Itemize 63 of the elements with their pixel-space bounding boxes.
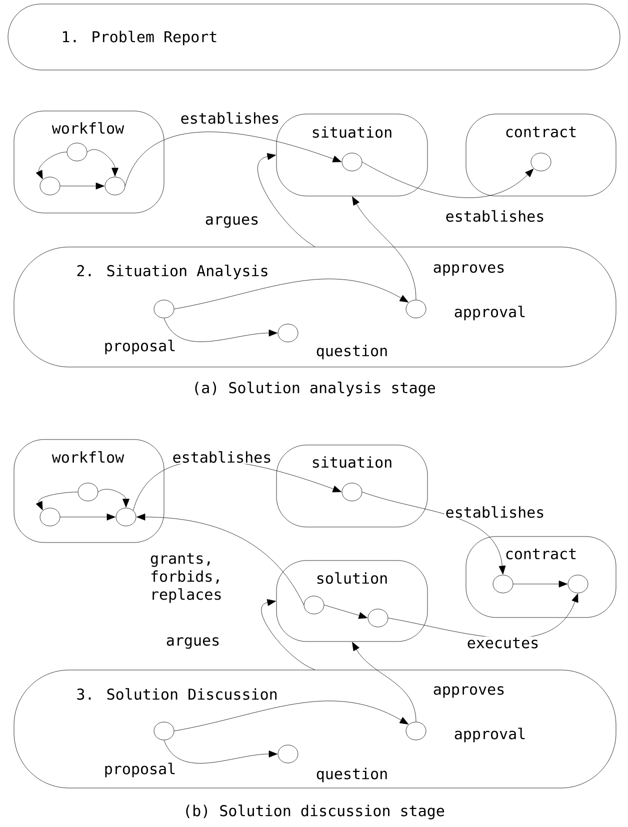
state-circle	[530, 152, 552, 172]
node-caption: approval	[454, 728, 525, 742]
edge-label: grants, forbids, replaces	[149, 552, 239, 604]
arrow	[60, 182, 104, 190]
edge-label: approves	[432, 685, 506, 699]
state-circle	[116, 508, 136, 526]
state-circle	[66, 142, 88, 162]
node-caption: proposal	[105, 762, 175, 778]
state-circle	[278, 324, 298, 342]
edge-label: argues	[164, 636, 222, 650]
state-circle	[568, 574, 588, 594]
arrow	[352, 642, 416, 722]
state-circle	[342, 482, 362, 502]
group-box: workflow	[14, 439, 164, 543]
group-box: 1. Problem Report	[8, 4, 620, 70]
state-circle	[154, 722, 174, 740]
state-circle	[406, 722, 426, 740]
arrow	[164, 740, 278, 764]
edge-label: establishes	[444, 209, 546, 223]
arrow	[362, 492, 506, 574]
state-circle	[342, 152, 362, 172]
edge-label: approves	[432, 263, 506, 277]
group-box: situation	[276, 444, 428, 528]
caption: (b) Solution discussion stage	[186, 804, 444, 820]
state-circle	[278, 744, 298, 764]
arrow	[258, 153, 316, 247]
state-circle	[304, 596, 324, 614]
arrow	[513, 580, 568, 588]
caption: (a) Solution analysis stage	[195, 382, 435, 396]
edge-label: establishes	[444, 505, 546, 519]
arrow	[362, 162, 534, 198]
arrow	[261, 599, 316, 670]
edge-label: executes	[466, 636, 540, 650]
arrow	[164, 318, 278, 342]
group-box: contract	[466, 114, 616, 196]
state-circle	[492, 574, 514, 594]
arrow	[125, 132, 342, 186]
state-circle	[40, 176, 60, 196]
state-circle	[154, 300, 174, 318]
node-caption: question	[316, 344, 387, 360]
group-box: workflow	[14, 110, 164, 214]
group-box: contract	[466, 536, 616, 618]
group-box: solution	[276, 560, 428, 642]
state-circle	[78, 482, 98, 502]
edge-label: argues	[204, 215, 260, 229]
edge-label: establishes	[171, 450, 273, 464]
node-caption: question	[316, 768, 387, 782]
state-circle	[104, 176, 126, 196]
arrow	[87, 149, 118, 176]
arrow	[36, 492, 78, 510]
state-circle	[40, 508, 60, 526]
arrow	[98, 489, 130, 508]
node-caption: proposal	[105, 340, 175, 354]
state-circle	[406, 300, 426, 318]
arrow	[36, 152, 67, 180]
arrow	[136, 514, 304, 606]
arrow	[352, 196, 416, 300]
arrow	[324, 604, 368, 619]
arrow	[60, 514, 116, 520]
arrow	[174, 278, 408, 310]
node-caption: approval	[454, 306, 525, 320]
arrow	[174, 700, 408, 732]
state-circle	[368, 608, 388, 628]
